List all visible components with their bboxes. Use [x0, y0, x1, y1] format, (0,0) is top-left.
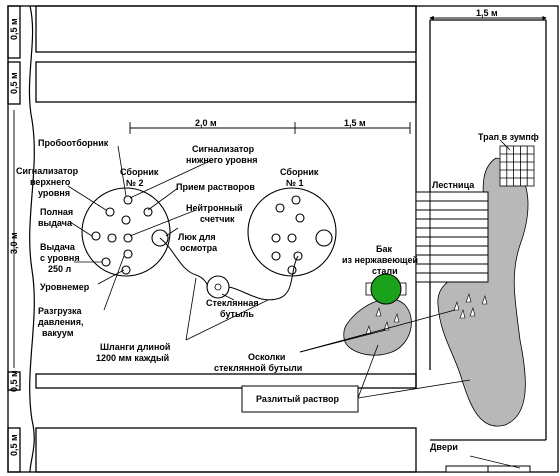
label-steel-2: из нержавеющей: [342, 255, 418, 265]
dim-left-low: 0,5 м: [9, 370, 19, 392]
label-sampler: Пробоотборник: [38, 138, 109, 148]
label-hatch-1: Люк для: [178, 232, 216, 242]
label-doors: Двери: [430, 442, 458, 452]
label-spilled: Разлитый раствор: [256, 394, 340, 404]
label-low-2: нижнего уровня: [186, 155, 258, 165]
left-wall-seg-2: [7, 61, 21, 105]
label-low-1: Сигнализатор: [192, 144, 255, 154]
dim-left-mid: 0,5 м: [9, 72, 19, 94]
tank-2: [81, 187, 171, 277]
label-hatch-2: осмотра: [180, 243, 218, 253]
lower-wall-band: [35, 373, 417, 389]
label-steel-3: стали: [372, 266, 398, 276]
bottom-wall-band: [35, 427, 417, 473]
label-intake: Прием растворов: [176, 182, 255, 192]
label-steel-1: Бак: [376, 244, 392, 254]
label-shards-1: Осколки: [248, 352, 285, 362]
label-output-3: 250 л: [48, 264, 72, 274]
left-wall-seg-3: [7, 371, 21, 391]
label-hoses-2: 1200 мм каждый: [96, 353, 169, 363]
label-high-3: уровня: [38, 188, 70, 198]
left-wall-seg-1: [7, 5, 21, 59]
label-bottle-2: бутыль: [220, 309, 254, 319]
label-neutron-2: счетчик: [200, 214, 235, 224]
label-pressure-1: Разгрузка: [38, 306, 82, 316]
label-output-2: с уровня: [40, 253, 80, 263]
label-full-1: Полная: [40, 207, 73, 217]
label-full-2: выдача: [38, 218, 73, 228]
label-sump: Трап в зумпф: [478, 132, 539, 142]
label-pressure-3: вакуум: [42, 328, 74, 338]
leader-lines: [67, 139, 521, 469]
glass-bottle-neck: [214, 283, 222, 291]
glass-shards: [365, 292, 488, 335]
dim-span-right: 1,5 м: [344, 118, 366, 128]
label-tank1-1: Сборник: [280, 167, 319, 177]
hose-right: [228, 255, 299, 301]
upper-corridor-band: [35, 61, 417, 103]
label-tank2-1: Сборник: [120, 167, 159, 177]
dimension-lines: [13, 15, 547, 368]
label-neutron-1: Нейтронный: [186, 203, 243, 213]
label-gauge: Уровнемер: [40, 282, 90, 292]
label-pressure-2: давления,: [38, 317, 83, 327]
label-stairs: Лестница: [432, 180, 475, 190]
label-high-1: Сигнализатор: [16, 166, 79, 176]
break-line: [28, 5, 35, 473]
dim-span-left: 2,0 м: [195, 118, 217, 128]
dim-left-bottom: 0,5 м: [9, 434, 19, 456]
label-output-1: Выдача: [40, 242, 76, 252]
dim-top-right: 1,5 м: [476, 8, 498, 18]
spilled-box: [241, 385, 359, 413]
left-wall-seg-4: [7, 427, 21, 473]
doors: [445, 465, 531, 473]
label-tank1-2: № 1: [286, 178, 304, 188]
tank-1: [247, 187, 337, 277]
walls: [7, 5, 559, 473]
hose-left: [159, 237, 208, 288]
labels: Пробоотборник Сборник № 2 Сборник № 1 Си…: [16, 132, 539, 452]
dim-left-center: 3,0 м: [9, 232, 19, 254]
label-shards-2: стеклянной бутыли: [214, 363, 302, 373]
stairs: [415, 191, 489, 283]
top-wall-band: [35, 5, 417, 53]
steel-tank: [370, 273, 402, 305]
label-high-2: верхнего: [30, 177, 71, 187]
sump-trap-grid: [499, 145, 535, 187]
label-bottle-1: Стеклянная: [206, 298, 259, 308]
label-tank2-2: № 2: [126, 178, 144, 188]
label-hoses-1: Шланги длиной: [100, 342, 170, 352]
dim-left-top: 0,5 м: [9, 18, 19, 40]
